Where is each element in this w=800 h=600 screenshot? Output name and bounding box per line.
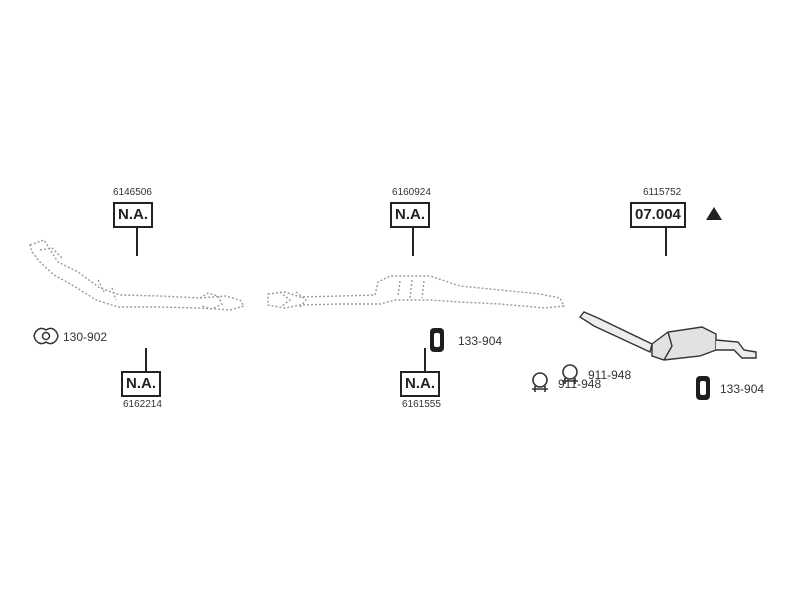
gasket-label[interactable]: 130-902 xyxy=(63,330,108,344)
part-code-box[interactable]: N.A. xyxy=(390,202,430,228)
part-number: 6115752 xyxy=(643,187,682,198)
rubber-hanger-icon xyxy=(430,328,444,352)
rear-silencer xyxy=(578,311,757,361)
part-code-box[interactable]: 07.004 xyxy=(630,202,686,228)
clamp-label[interactable]: 911-948 xyxy=(588,368,632,382)
part-number: 6161555 xyxy=(402,399,441,410)
gasket-icon xyxy=(33,327,59,345)
leader-line xyxy=(136,228,138,256)
part-number: 6146506 xyxy=(113,187,152,198)
leader-line xyxy=(412,228,414,256)
leader-line xyxy=(424,348,426,372)
part-code-box[interactable]: N.A. xyxy=(113,202,153,228)
clamp-label[interactable]: 911-948 xyxy=(558,377,602,391)
clamp-icon xyxy=(532,372,548,392)
rubber-hanger-label[interactable]: 133-904 xyxy=(458,334,503,348)
part-code-box[interactable]: N.A. xyxy=(121,371,161,397)
part-number: 6162214 xyxy=(123,399,162,410)
clamp-icon xyxy=(562,364,578,384)
leader-line xyxy=(665,228,667,256)
leader-line xyxy=(145,348,147,372)
rubber-hanger-icon xyxy=(696,376,710,400)
front-pipe xyxy=(29,239,246,311)
rubber-hanger-label[interactable]: 133-904 xyxy=(720,382,765,396)
part-code-box[interactable]: N.A. xyxy=(400,371,440,397)
warning-triangle-icon xyxy=(706,207,722,220)
centre-pipe xyxy=(267,275,566,309)
part-number: 6160924 xyxy=(392,187,431,198)
